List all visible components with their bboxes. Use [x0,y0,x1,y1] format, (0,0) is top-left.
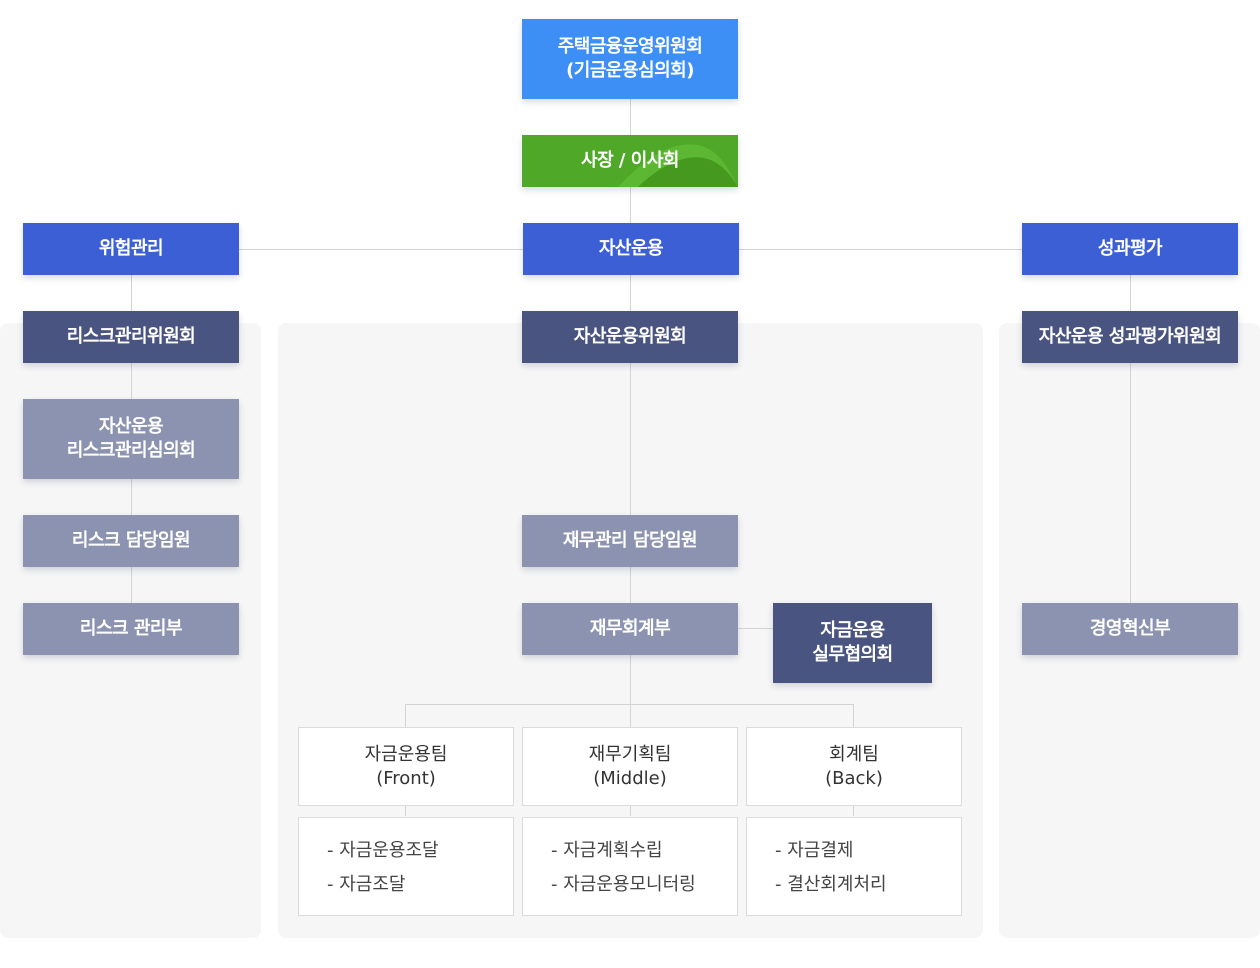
list-item: - 자금조달 [327,874,406,895]
wave-decoration-icon [618,144,738,187]
list-item: - 결산회계처리 [775,874,887,895]
list-item: - 자금계획수립 [551,840,663,861]
asset-management-head-label: 자산운용 [598,238,664,259]
risk-officer-label: 리스크 담당임원 [71,530,191,551]
team-front-box: 자금운용팀 (Front) [298,727,514,806]
team-front-name: 자금운용팀 [364,743,448,765]
finance-dept-label: 재무회계부 [589,618,671,639]
risk-officer-box: 리스크 담당임원 [23,515,239,567]
risk-council-box: 자산운용 리스크관리심의회 [23,399,239,479]
performance-evaluation-head: 성과평가 [1022,223,1238,275]
management-innovation-dept-label: 경영혁신부 [1089,618,1171,639]
team-middle-sub: (Middle) [593,767,667,789]
risk-dept-label: 리스크 관리부 [79,618,183,639]
fund-deliberation-label: (기금운용심의회) [566,60,694,81]
asset-committee-label: 자산운용위원회 [573,326,687,347]
president-board-label: 사장 / 이사회 [581,150,679,171]
team-middle-box: 재무기획팀 (Middle) [522,727,738,806]
connector-main-vertical [630,98,631,704]
connector-dept-council [737,628,774,629]
working-council-box: 자금운용 실무협의회 [773,603,932,683]
finance-officer-box: 재무관리 담당임원 [522,515,738,567]
perf-committee-box: 자산운용 성과평가위원회 [1022,311,1238,363]
list-item: - 자금결제 [775,840,854,861]
working-council-label-2: 실무협의회 [812,644,893,665]
housing-finance-committee-label: 주택금융운영위원회 [557,36,703,57]
team-front-sub: (Front) [376,767,436,789]
risk-dept-box: 리스크 관리부 [23,603,239,655]
team-back-duties: - 자금결제 - 결산회계처리 [746,817,962,916]
connector-perf-vertical [1130,249,1131,629]
risk-committee-label: 리스크관리위원회 [66,326,196,347]
asset-management-head: 자산운용 [523,223,739,275]
finance-officer-label: 재무관리 담당임원 [562,530,698,551]
risk-management-head-label: 위험관리 [98,238,164,259]
finance-dept-box: 재무회계부 [522,603,738,655]
team-middle-duties: - 자금계획수립 - 자금운용모니터링 [522,817,738,916]
team-front-duties: - 자금운용조달 - 자금조달 [298,817,514,916]
perf-committee-label: 자산운용 성과평가위원회 [1038,326,1222,347]
team-back-box: 회계팀 (Back) [746,727,962,806]
asset-committee-box: 자산운용위원회 [522,311,738,363]
risk-management-head: 위험관리 [23,223,239,275]
risk-committee-box: 리스크관리위원회 [23,311,239,363]
connector-team-horizontal [405,704,854,705]
housing-finance-committee-box: 주택금융운영위원회 (기금운용심의회) [522,19,738,99]
performance-evaluation-head-label: 성과평가 [1097,238,1163,259]
management-innovation-dept-box: 경영혁신부 [1022,603,1238,655]
working-council-label-1: 자금운용 [820,620,885,641]
president-board-box: 사장 / 이사회 [522,135,738,187]
risk-council-label-2: 리스크관리심의회 [66,440,196,461]
list-item: - 자금운용조달 [327,840,439,861]
risk-council-label-1: 자산운용 [98,416,164,437]
list-item: - 자금운용모니터링 [551,874,696,895]
team-middle-name: 재무기획팀 [588,743,672,765]
team-back-sub: (Back) [825,767,883,789]
team-back-name: 회계팀 [829,743,879,765]
